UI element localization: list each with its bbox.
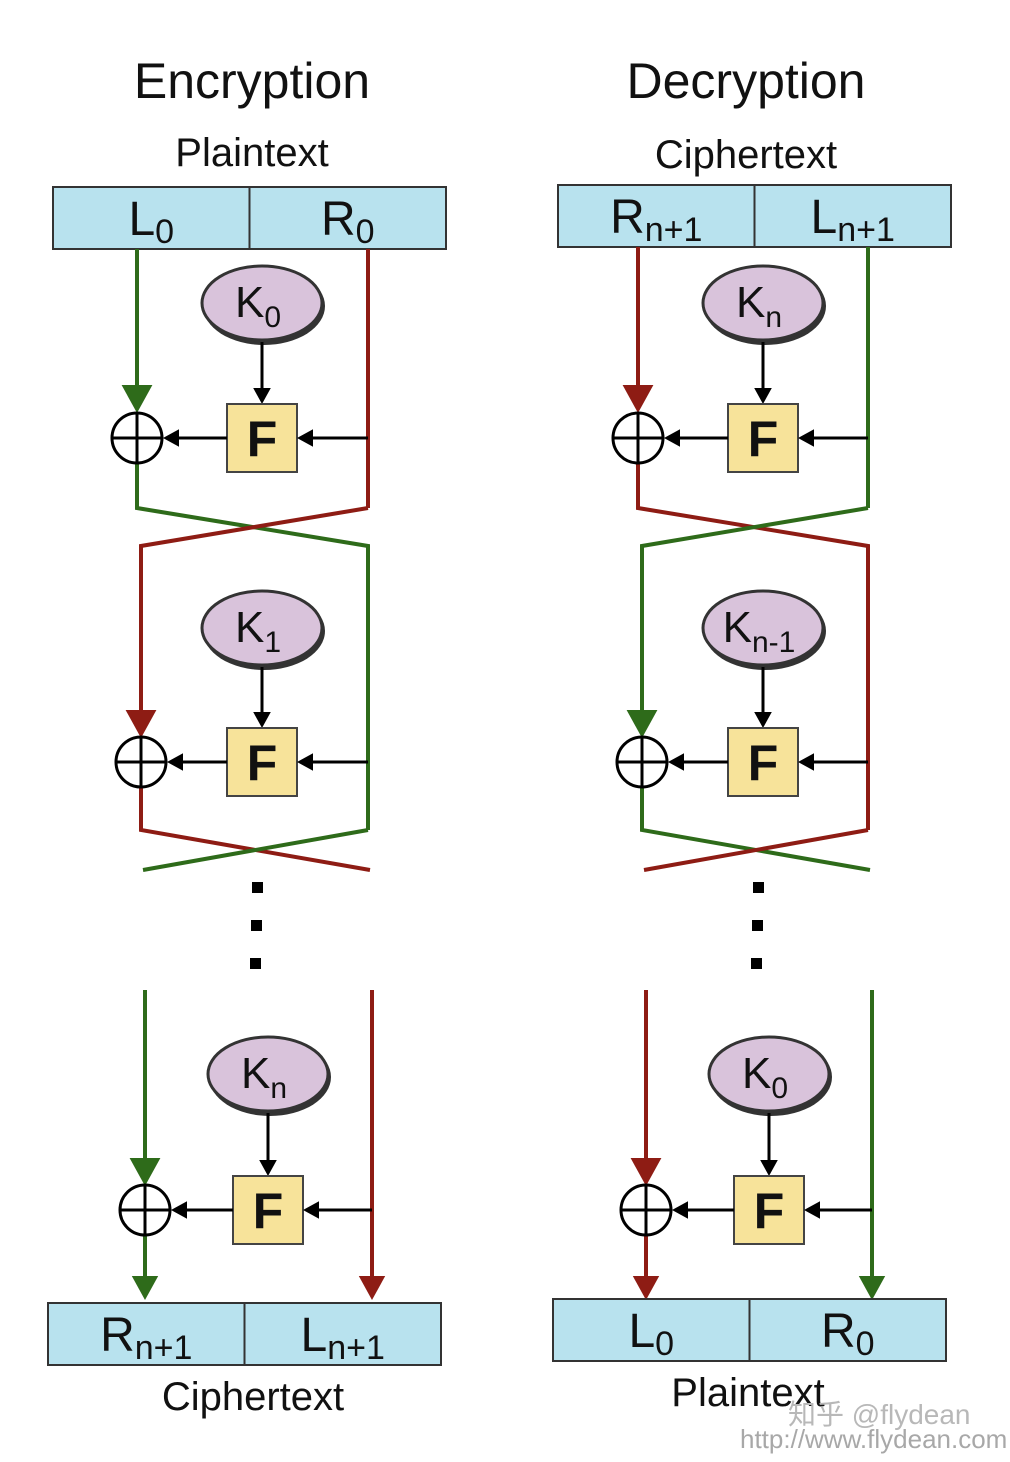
- enc-roundn-f-box: [232, 1175, 304, 1245]
- enc-round1-f-label: F: [247, 411, 278, 467]
- dec-round1-left-arrow: [622, 385, 654, 413]
- enc-round2-f-input-arrow: [297, 753, 313, 771]
- enc-roundn-right-arrow: [358, 1276, 386, 1300]
- enc-round2-f-box: [226, 727, 298, 797]
- dec-roundn-right-arrow: [858, 1276, 886, 1300]
- enc-round2-key-arrow-head: [253, 712, 271, 728]
- dec-round1-f-input-arrow: [798, 429, 814, 447]
- dec-round1-key-arrow-head: [754, 388, 772, 404]
- dec-round2-key-ellipse: [701, 589, 825, 667]
- enc-input-block-label-left: L0: [128, 193, 174, 251]
- dec-roundn-out-arrow: [632, 1276, 660, 1300]
- dec-ellipsis-dot: [751, 958, 762, 969]
- enc-ellipsis-dot: [250, 958, 261, 969]
- enc-ellipsis-dot: [252, 882, 263, 893]
- dec-round1-key-label: Kn: [736, 278, 782, 334]
- dec-round2-f-box: [727, 727, 799, 797]
- enc-roundn-key-arrow-head: [259, 1160, 277, 1176]
- dec-round2-f-input-arrow: [798, 753, 814, 771]
- enc-round2-f-label: F: [247, 735, 278, 791]
- decryption-title: Decryption: [627, 53, 866, 109]
- enc-output-block-right: [243, 1302, 442, 1366]
- dec-cross2-b: [643, 828, 869, 872]
- dec-output-block-label-left: L0: [628, 1305, 674, 1363]
- enc-round2-f-output-arrow: [167, 753, 183, 771]
- enc-cross1-b: [139, 506, 369, 712]
- encryption-title: Encryption: [134, 53, 370, 109]
- enc-roundn-f-output-arrow: [171, 1201, 187, 1219]
- dec-input-block-label-left: Rn+1: [610, 191, 702, 249]
- dec-cross1-b: [640, 506, 869, 712]
- enc-output-block-label-left: Rn+1: [100, 1309, 192, 1367]
- dec-output-block-label-right: R0: [821, 1305, 875, 1363]
- enc-round1-left-arrow: [121, 385, 153, 413]
- enc-round2-key-label: K1: [235, 603, 281, 659]
- watermark-url: http://www.flydean.com: [740, 1424, 1007, 1454]
- dec-round1-f-label: F: [748, 411, 779, 467]
- watermark-handle: 知乎 @flydean: [788, 1399, 971, 1430]
- enc-input-block-label-right: R0: [321, 193, 375, 251]
- dec-cross2-a: [640, 788, 871, 872]
- dec-round2-f-label: F: [748, 735, 779, 791]
- enc-round1-key-label: K0: [235, 278, 281, 334]
- enc-output-block-label-right: Ln+1: [301, 1309, 385, 1367]
- dec-roundn-f-label: F: [754, 1183, 785, 1239]
- enc-ellipsis-dot: [251, 920, 262, 931]
- dec-round1-f-output-arrow: [664, 429, 680, 447]
- dec-roundn-f-box: [733, 1175, 805, 1245]
- enc-roundn-f-label: F: [253, 1183, 284, 1239]
- enc-round2-left-arrow: [125, 710, 157, 738]
- dec-roundn-f-input-arrow: [804, 1201, 820, 1219]
- enc-output-block-left: [47, 1302, 246, 1366]
- dec-roundn-left-arrow: [630, 1158, 662, 1186]
- enc-round1-f-input-arrow: [297, 429, 313, 447]
- enc-roundn-key-label: Kn: [241, 1049, 287, 1105]
- enc-round1-key-arrow-head: [253, 388, 271, 404]
- dec-input-block-right: [753, 184, 952, 248]
- dec-ellipsis-dot: [753, 882, 764, 893]
- enc-roundn-out-arrow: [131, 1276, 159, 1300]
- dec-round1-key-ellipse: [701, 264, 825, 342]
- dec-round2-key-label: Kn-1: [723, 603, 796, 659]
- enc-cross2-a: [139, 788, 371, 872]
- enc-roundn-left-arrow: [129, 1158, 161, 1186]
- enc-round1-key-ellipse: [200, 264, 324, 342]
- enc-round1-f-output-arrow: [163, 429, 179, 447]
- enc-input-block-right: [248, 186, 447, 250]
- enc-roundn-f-input-arrow: [303, 1201, 319, 1219]
- dec-input-block-label-right: Ln+1: [811, 191, 895, 249]
- dec-roundn-key-arrow-head: [760, 1160, 778, 1176]
- enc-round2-key-ellipse: [200, 589, 324, 667]
- encryption-input-label: Plaintext: [175, 131, 328, 175]
- dec-ellipsis-dot: [752, 920, 763, 931]
- decryption-output-label: Plaintext: [671, 1371, 824, 1415]
- encryption-output-label: Ciphertext: [162, 1375, 344, 1419]
- dec-round2-left-arrow: [626, 710, 658, 738]
- dec-input-block-left: [557, 184, 756, 248]
- decryption-input-label: Ciphertext: [655, 133, 837, 177]
- dec-round2-f-output-arrow: [668, 753, 684, 771]
- dec-output-block-right: [748, 1298, 947, 1362]
- enc-cross2-b: [142, 828, 369, 872]
- dec-roundn-f-output-arrow: [672, 1201, 688, 1219]
- enc-input-block-left: [52, 186, 251, 250]
- dec-round2-key-arrow-head: [754, 712, 772, 728]
- dec-roundn-key-ellipse: [707, 1035, 831, 1113]
- dec-roundn-key-label: K0: [742, 1049, 788, 1105]
- enc-roundn-key-ellipse: [206, 1035, 330, 1113]
